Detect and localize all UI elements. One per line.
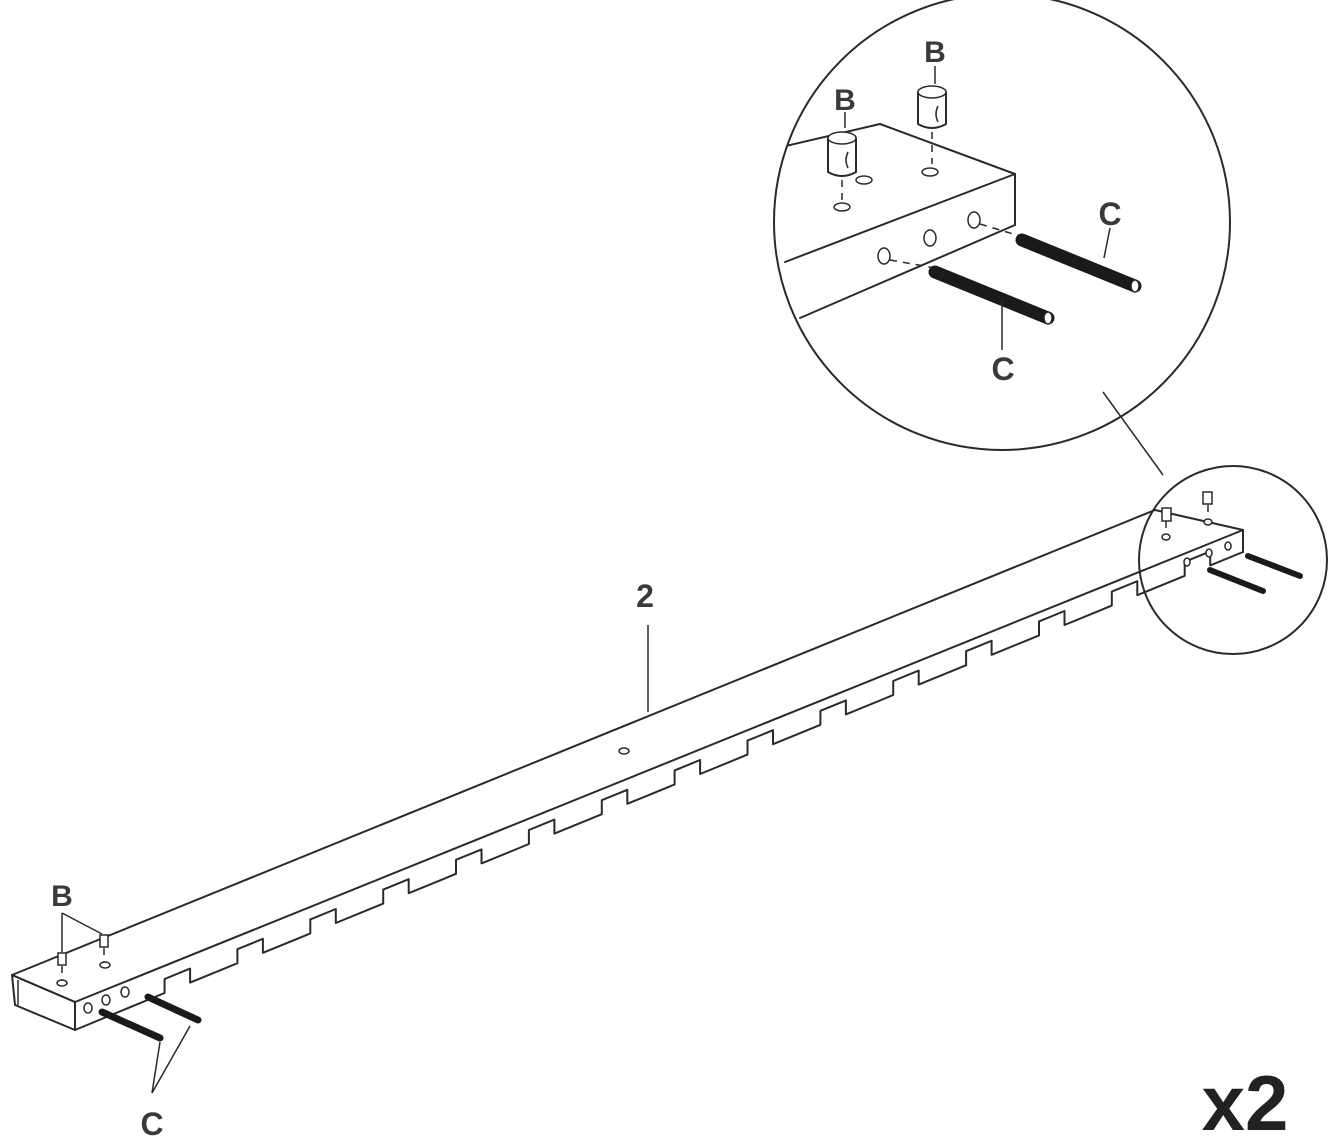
rail-top-face [11,509,1244,1003]
left-end-hardware [56,912,202,1094]
dowel-left-2 [99,934,109,948]
bolt-label-left: C [140,1106,163,1142]
right-end-hardware [1102,391,1328,655]
dowel-label-left: B [51,880,73,913]
dowel-right-1 [1161,507,1172,522]
bolt-hole-left-2 [101,994,111,1006]
dowel-left-1 [57,952,67,966]
detail-dowel-2 [917,85,947,164]
quantity-label: x2 [1202,1059,1289,1143]
detail-callout-small-circle [1138,465,1328,655]
rail-notched-edge [149,550,1244,1000]
rail-center-hole [618,747,630,755]
dowel-hole-left-1 [56,979,68,987]
detail-magnified-view [773,0,1231,451]
bolt-hole-left-3 [120,986,130,998]
bolt-hole-left-1 [83,1002,93,1014]
detail-dowel-1 [827,131,857,200]
bolt-right-1 [1207,567,1266,594]
dowel-label-detail-1: B [834,84,856,117]
bolt-left-2 [144,993,202,1024]
bolt-right-2 [1245,553,1303,579]
detail-bolt-1 [928,265,1055,325]
bolt-left-1 [98,1008,164,1042]
detail-connector-line [1102,391,1164,476]
part-number-label: 2 [636,578,654,614]
bolt-label-detail-1: C [991,351,1014,387]
detail-bolt-2 [1015,233,1142,293]
dowel-right-2 [1202,491,1213,505]
dowel-label-detail-2: B [924,36,946,69]
bolt-label-detail-2: C [1098,196,1121,232]
detail-callout-large-circle [773,0,1231,451]
dowel-hole-left-2 [99,961,111,969]
rail-part-2 [11,509,1244,1031]
